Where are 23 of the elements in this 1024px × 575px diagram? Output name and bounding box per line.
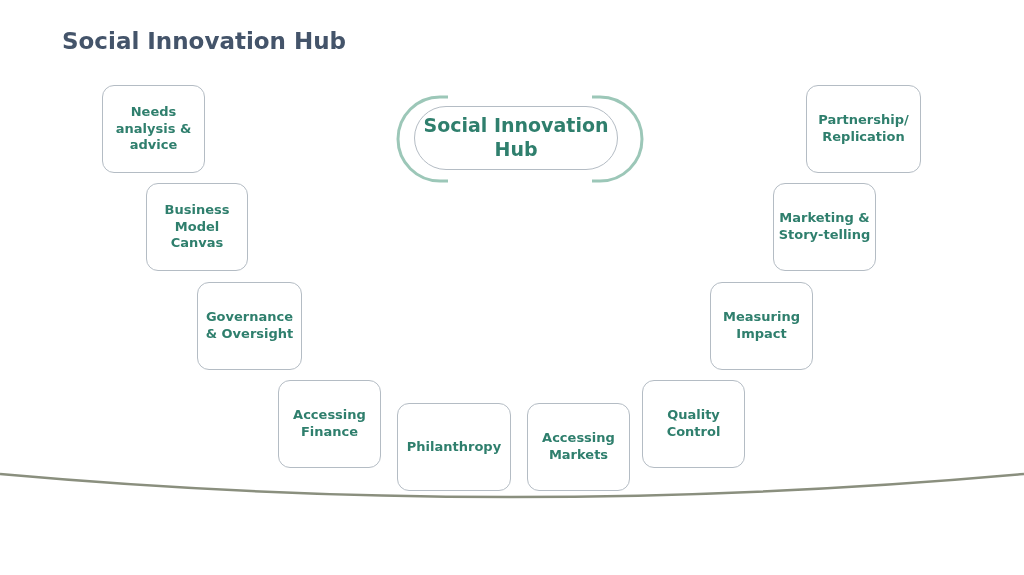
topic-box bbox=[527, 403, 630, 491]
topic-label: Needs analysis & advice bbox=[114, 103, 193, 155]
topic-box bbox=[397, 403, 511, 491]
topic-label: Business Model Canvas bbox=[163, 201, 231, 253]
hub-label: Social Innovation Hub bbox=[422, 114, 610, 162]
topic-label: Governance & Oversight bbox=[204, 309, 295, 343]
topic-box bbox=[278, 380, 381, 468]
topic-label: Partnership/ Replication bbox=[817, 112, 910, 146]
topic-label: Accessing Finance bbox=[292, 407, 367, 441]
topic-box bbox=[710, 282, 813, 370]
topic-box bbox=[197, 282, 302, 370]
topic-label: Philanthropy bbox=[405, 438, 503, 456]
topic-box bbox=[102, 85, 205, 173]
topic-label: Accessing Markets bbox=[541, 430, 616, 464]
hub-pill bbox=[414, 106, 618, 170]
topic-label: Quality Control bbox=[665, 407, 722, 441]
topic-box bbox=[773, 183, 876, 271]
topic-box bbox=[146, 183, 248, 271]
topic-box bbox=[642, 380, 745, 468]
topic-box bbox=[806, 85, 921, 173]
topic-label: Marketing & Story-telling bbox=[777, 210, 872, 244]
title: Social Innovation Hub bbox=[62, 28, 347, 54]
topic-label: Measuring Impact bbox=[722, 309, 801, 343]
